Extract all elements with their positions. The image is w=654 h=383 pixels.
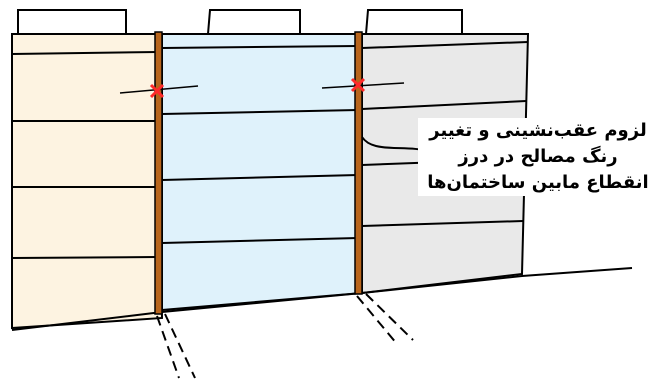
expansion-joint-left bbox=[154, 31, 163, 315]
annotation-line-1: لزوم عقب‌نشینی و تغییر bbox=[429, 120, 647, 141]
left-building-floor-lines bbox=[11, 51, 159, 259]
foundation-dashes-left bbox=[156, 313, 196, 379]
middle-building-rooftop bbox=[207, 9, 301, 35]
middle-building-floor-lines bbox=[161, 45, 359, 244]
no-continuity-marker-right bbox=[321, 77, 405, 93]
annotation-line-2: رنگ مصالح در درز bbox=[458, 146, 618, 167]
left-building-facade bbox=[11, 33, 164, 330]
left-building-rooftop bbox=[17, 9, 127, 34]
right-building-rooftop bbox=[365, 9, 463, 35]
foundation-dashes-right bbox=[356, 293, 414, 345]
annotation-label: لزوم عقب‌نشینی و تغییر رنگ مصالح در درز … bbox=[418, 118, 654, 196]
middle-building-facade bbox=[161, 33, 364, 312]
leader-line bbox=[361, 136, 433, 153]
annotation-line-3: انقطاع مابین ساختمان‌ها bbox=[427, 172, 649, 193]
no-continuity-marker-left bbox=[119, 83, 199, 99]
expansion-joint-right bbox=[354, 31, 363, 295]
